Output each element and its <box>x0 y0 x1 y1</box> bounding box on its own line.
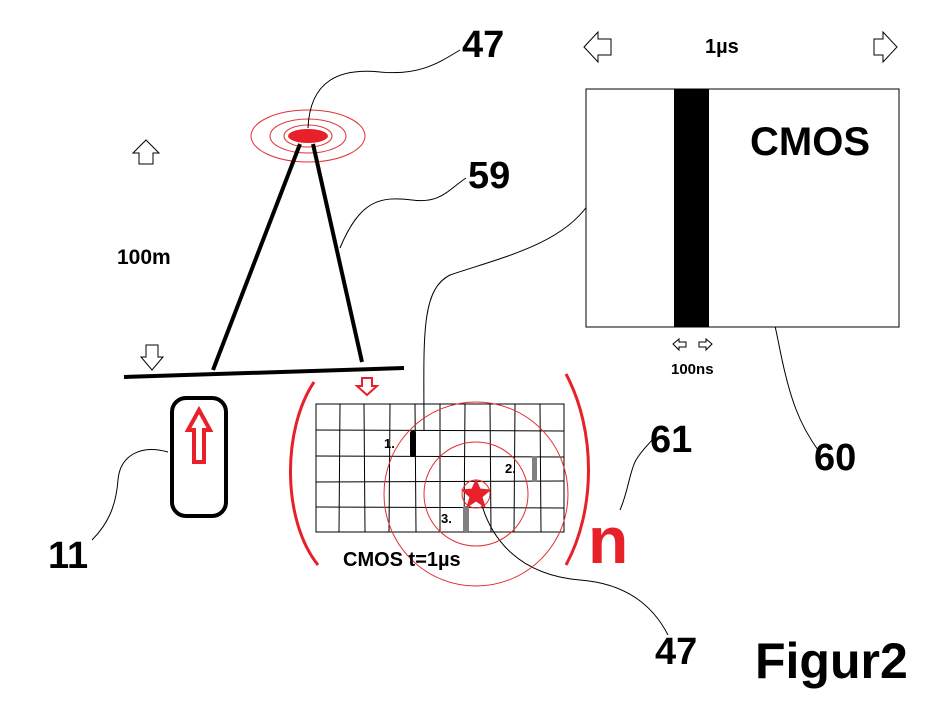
vehicle-body <box>170 396 228 518</box>
cmos-box-title: CMOS <box>750 120 870 164</box>
beam-right-leg <box>311 143 364 363</box>
cmos-grid <box>315 403 565 533</box>
ref-59: 59 <box>468 155 510 197</box>
right-bracket <box>564 373 590 566</box>
leader-61 <box>619 439 653 511</box>
arrow-down-icon <box>354 377 380 397</box>
left-bracket <box>289 381 320 566</box>
emitter-rings <box>250 109 366 163</box>
pulse-bar <box>674 89 709 327</box>
distance-label: 100m <box>117 246 171 269</box>
arrow-left-icon <box>583 30 612 64</box>
star-icon <box>460 478 492 509</box>
ref-47-top: 47 <box>462 24 504 66</box>
arrow-right-icon <box>873 30 898 64</box>
top-time-label: 1µs <box>705 36 739 58</box>
cmos-box <box>585 88 900 328</box>
arrow-up-icon <box>131 139 161 165</box>
leader-11 <box>91 449 169 541</box>
beam-left-leg <box>211 143 302 371</box>
ref-61: 61 <box>650 419 692 461</box>
arrow-down-icon <box>139 344 165 371</box>
arrow-right-icon <box>698 337 713 352</box>
leader-47-bottom <box>479 497 669 636</box>
n-symbol: n <box>588 503 628 577</box>
leader-47-top <box>307 49 461 129</box>
stripe-1 <box>410 431 416 457</box>
ground-line <box>123 366 405 379</box>
figure-title: Figur2 <box>755 633 908 689</box>
stripe-2 <box>532 456 537 482</box>
stripe-3 <box>463 506 469 532</box>
stripe-2-label: 2. <box>505 461 516 476</box>
echo-rings <box>383 401 569 587</box>
arrow-left-icon <box>672 337 687 352</box>
stripe-3-label: 3. <box>441 511 452 526</box>
emitter-spot <box>288 129 328 143</box>
ref-60: 60 <box>814 437 856 479</box>
stripe-1-label: 1. <box>384 436 395 451</box>
ref-11: 11 <box>48 535 88 577</box>
arrow-up-icon <box>184 405 214 464</box>
leader-cmos-to-grid <box>423 204 589 431</box>
ref-47-bottom: 47 <box>655 631 697 673</box>
cmos-caption: CMOS t=1µs <box>343 549 461 571</box>
pulse-width-label: 100ns <box>671 361 714 378</box>
leader-59 <box>339 177 467 249</box>
